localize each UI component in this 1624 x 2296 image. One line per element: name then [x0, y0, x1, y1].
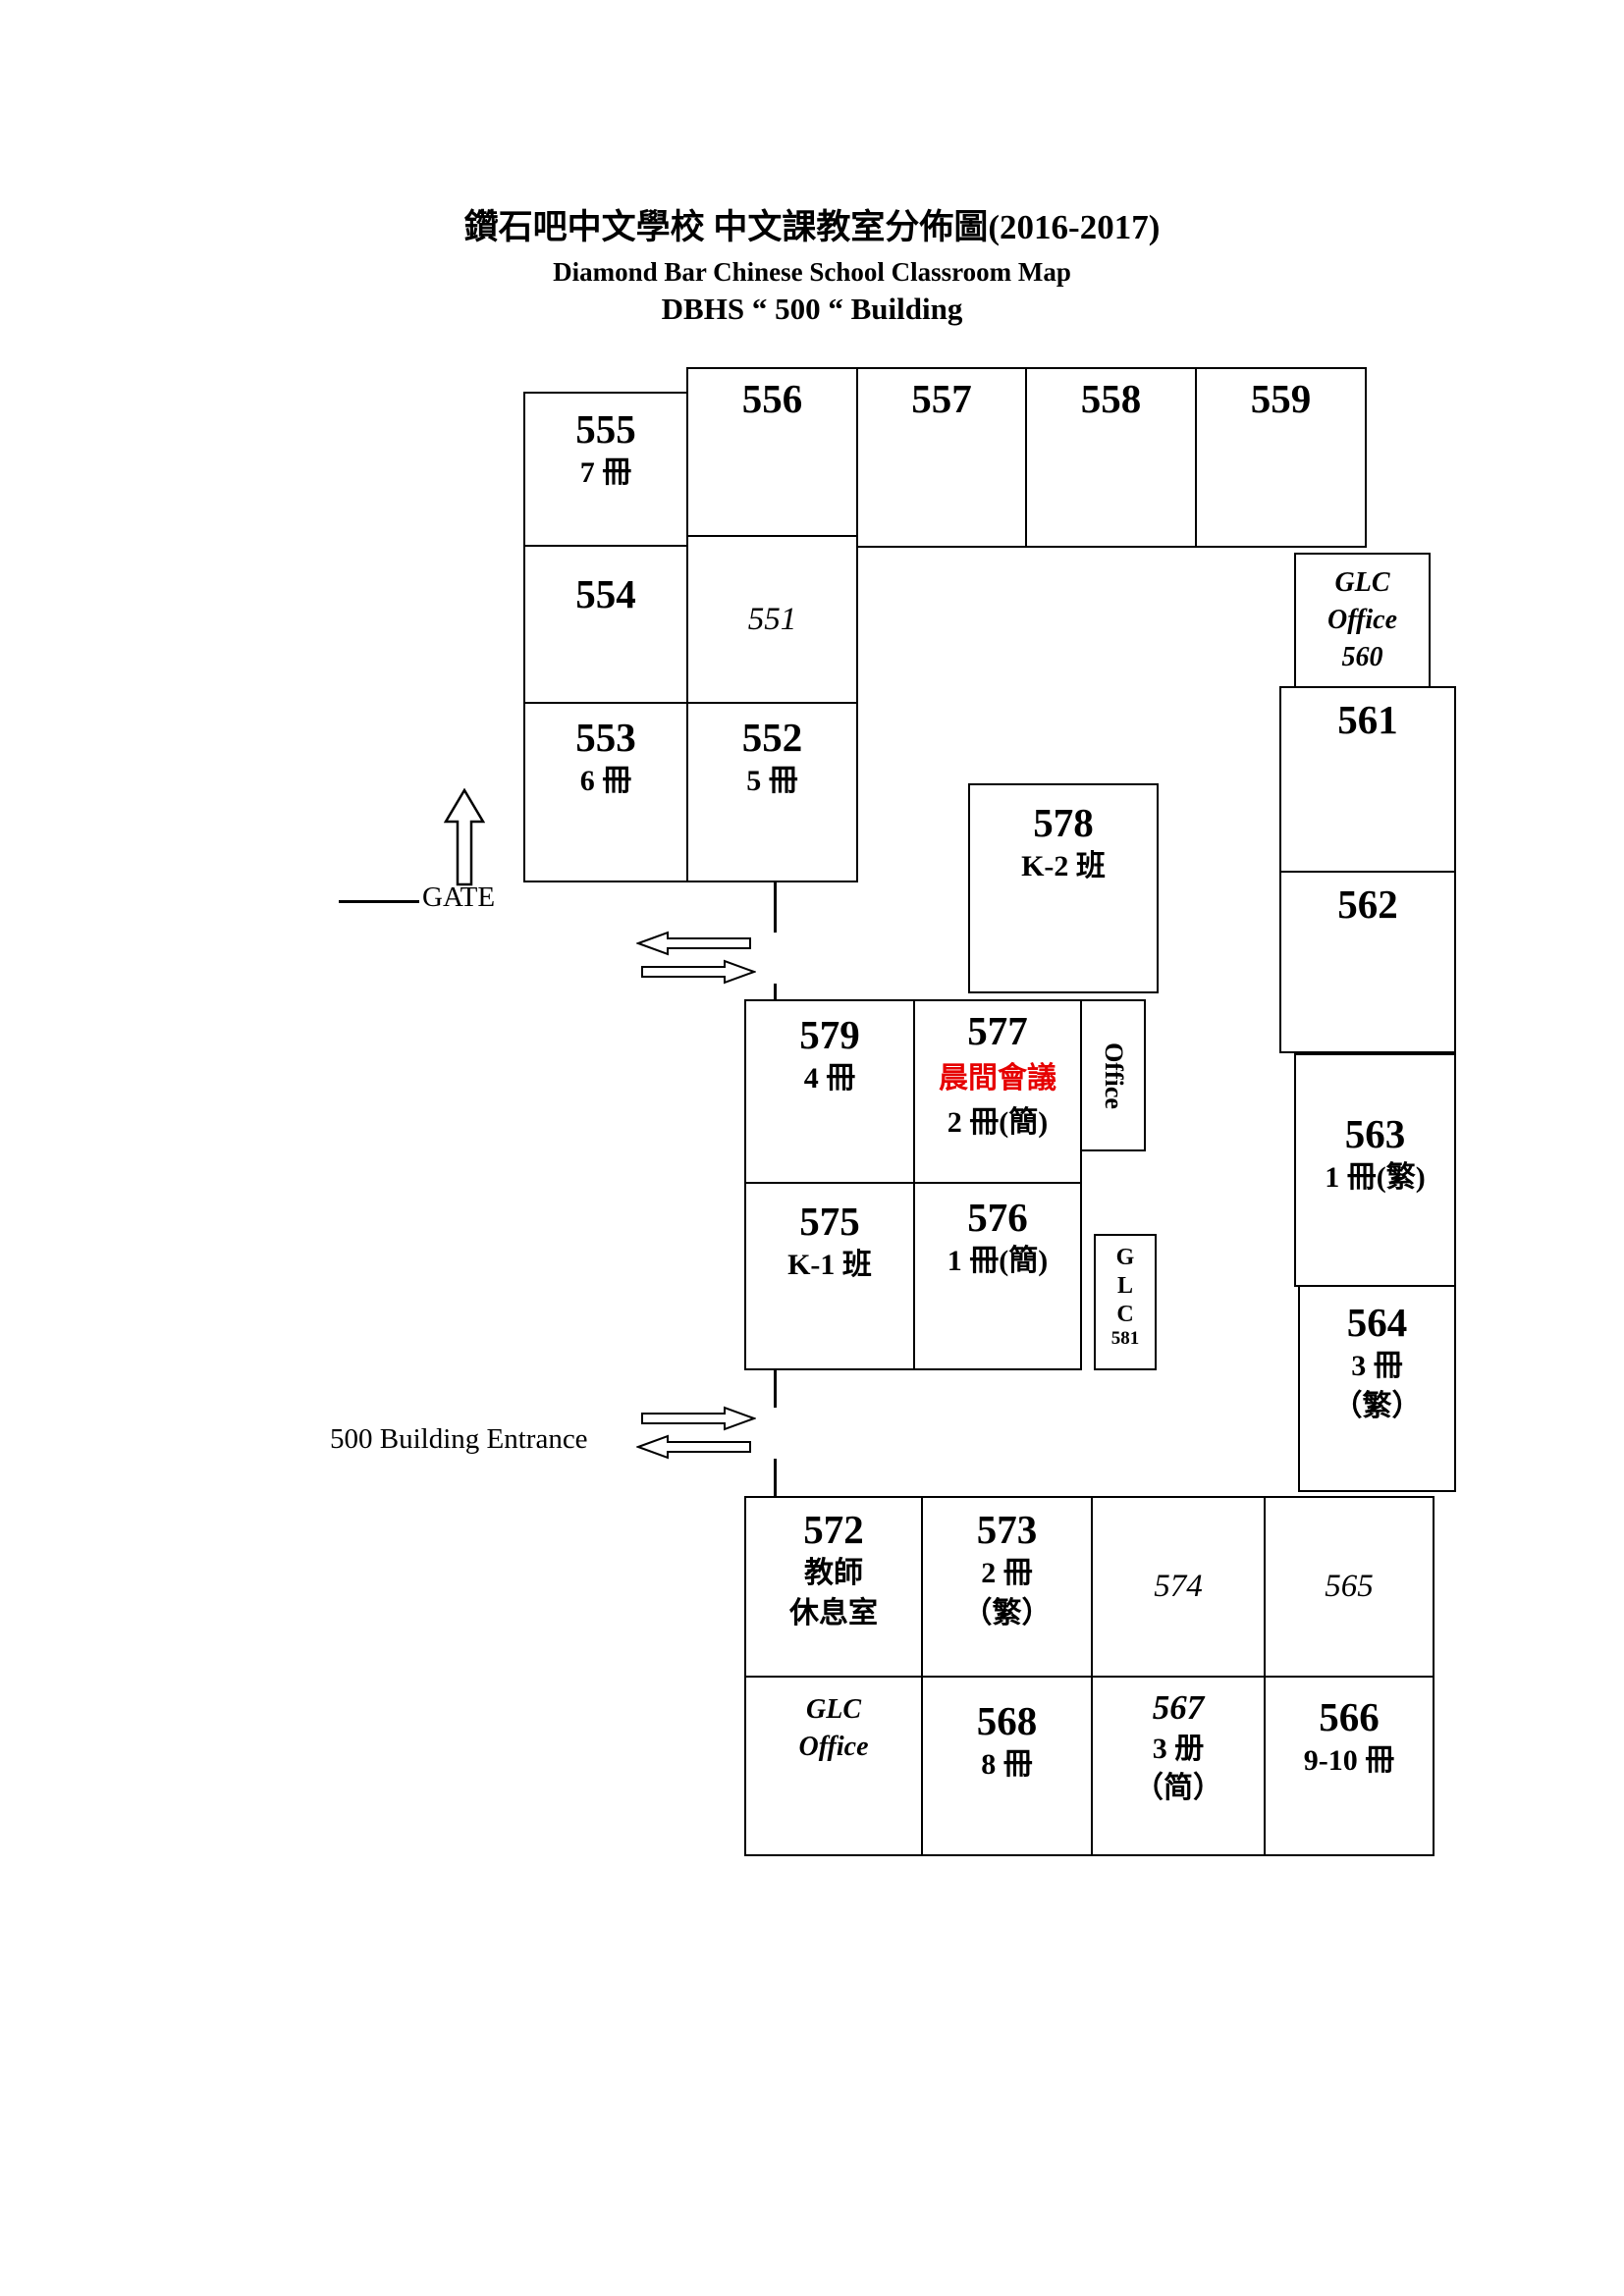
- room-number: 552: [741, 715, 803, 760]
- room-552: 552 5 冊: [686, 702, 858, 882]
- room-565: 565: [1264, 1496, 1435, 1678]
- room-class-label: K-2 班: [1021, 850, 1106, 883]
- room-number: 578: [1033, 800, 1094, 845]
- room-number: 579: [799, 1012, 860, 1057]
- glc-letter: L: [1116, 1272, 1133, 1299]
- corridor-wall-segment: [774, 1459, 777, 1498]
- page-title-building: DBHS “ 500 “ Building: [661, 292, 963, 326]
- glc-office-label: GLC: [806, 1694, 861, 1725]
- room-572-teachers-lounge: 572 教師 休息室: [744, 1496, 923, 1678]
- room-number: 559: [1250, 376, 1312, 421]
- room-class-label: 8 冊: [981, 1748, 1033, 1782]
- room-number: 563: [1344, 1111, 1406, 1156]
- room-label: 休息室: [789, 1596, 878, 1629]
- room-class-label: 3 冊: [1351, 1350, 1403, 1383]
- room-class-label: （繁）: [962, 1596, 1052, 1629]
- room-number: 565: [1325, 1569, 1374, 1604]
- door-arrow-left-icon: [636, 931, 751, 956]
- glc-letter: C: [1116, 1301, 1134, 1327]
- room-566: 566 9-10 冊: [1264, 1676, 1435, 1856]
- room-562: 562: [1279, 871, 1456, 1053]
- room-number: 568: [976, 1698, 1038, 1743]
- room-class-label: 2 冊: [981, 1557, 1033, 1590]
- office-label: Office: [1099, 1041, 1128, 1109]
- room-number: 572: [803, 1507, 864, 1552]
- room-575: 575 K-1 班: [744, 1182, 915, 1370]
- entrance-arrow-right-icon: [641, 1406, 756, 1431]
- room-number: 577: [967, 1008, 1028, 1053]
- corridor-wall-segment: [774, 881, 777, 933]
- entrance-arrow-left-icon: [636, 1434, 751, 1460]
- room-567: 567 3 册 （简）: [1091, 1676, 1266, 1856]
- room-554: 554: [523, 545, 688, 704]
- room-class-label: 1 冊(簡): [947, 1245, 1049, 1278]
- room-class-label: 4 冊: [803, 1062, 856, 1095]
- glc-office-label: GLC: [1334, 567, 1390, 599]
- door-arrow-right-icon: [641, 959, 756, 985]
- gate-up-arrow-icon: [444, 788, 485, 886]
- room-number: 566: [1319, 1694, 1380, 1739]
- room-class-label: 1 冊(繁): [1325, 1161, 1426, 1195]
- corridor-wall-segment: [774, 984, 777, 1000]
- room-number: 553: [575, 715, 636, 760]
- room-number: 556: [741, 376, 803, 421]
- room-557: 557: [856, 367, 1027, 548]
- room-568: 568 8 冊: [921, 1676, 1093, 1856]
- room-576: 576 1 冊(簡): [913, 1182, 1082, 1370]
- room-class-label: 7 冊: [579, 456, 632, 490]
- page-title-chinese: 鑽石吧中文學校 中文課教室分佈圖(2016-2017): [463, 208, 1161, 246]
- glc-office-label: Office: [1327, 605, 1397, 636]
- entrance-label: 500 Building Entrance: [330, 1423, 588, 1455]
- room-number: 581: [1110, 1328, 1140, 1350]
- room-number: 573: [976, 1507, 1038, 1552]
- room-578: 578 K-2 班: [968, 783, 1159, 993]
- room-label: 教師: [804, 1557, 863, 1590]
- room-number: 576: [967, 1195, 1028, 1240]
- page-title-english: Diamond Bar Chinese School Classroom Map: [553, 257, 1071, 287]
- room-553: 553 6 冊: [523, 702, 688, 882]
- room-class-label: 2 冊(簡): [947, 1105, 1049, 1139]
- room-glc-office-south: GLC Office: [744, 1676, 923, 1856]
- room-number: 567: [1152, 1688, 1205, 1727]
- glc-letter: G: [1115, 1245, 1135, 1270]
- morning-meeting-label: 晨間會議: [939, 1062, 1056, 1095]
- room-number: 560: [1341, 641, 1383, 672]
- room-574: 574: [1091, 1496, 1266, 1678]
- room-577: 577 晨間會議 2 冊(簡): [913, 999, 1082, 1184]
- room-564: 564 3 冊 （繁）: [1298, 1285, 1456, 1492]
- room-class-label: 5 冊: [746, 765, 798, 798]
- room-number: 555: [575, 406, 636, 452]
- room-number: 575: [799, 1199, 860, 1244]
- gate-label: GATE: [422, 881, 496, 913]
- room-glc-581: G L C 581: [1094, 1234, 1157, 1370]
- room-number: 554: [575, 571, 636, 616]
- room-number: 564: [1346, 1300, 1408, 1345]
- glc-office-label: Office: [798, 1731, 869, 1762]
- room-number: 551: [747, 602, 797, 637]
- room-class-label: 9-10 冊: [1303, 1744, 1395, 1778]
- room-class-label: （简）: [1134, 1772, 1222, 1804]
- room-559: 559: [1195, 367, 1367, 548]
- room-563: 563 1 冊(繁): [1294, 1053, 1456, 1287]
- room-573: 573 2 冊 （繁）: [921, 1496, 1093, 1678]
- room-556: 556: [686, 367, 858, 537]
- room-number: 557: [911, 376, 972, 421]
- room-551: 551: [686, 535, 858, 705]
- corridor-wall-segment: [774, 1368, 777, 1408]
- room-number: 574: [1154, 1569, 1203, 1604]
- room-560-glc-office: GLC Office 560: [1294, 553, 1431, 688]
- room-555: 555 7 冊: [523, 392, 688, 547]
- room-number: 562: [1337, 881, 1398, 927]
- room-number: 558: [1080, 376, 1142, 421]
- room-number: 561: [1337, 697, 1398, 742]
- room-class-label: 6 冊: [579, 765, 632, 798]
- room-579: 579 4 冊: [744, 999, 915, 1184]
- room-office: Office: [1080, 999, 1146, 1151]
- room-class-label: K-1 班: [787, 1249, 872, 1282]
- gate-line: [339, 900, 419, 903]
- room-class-label: 3 册: [1152, 1732, 1205, 1765]
- room-561: 561: [1279, 686, 1456, 873]
- room-class-label: （繁）: [1332, 1389, 1422, 1422]
- room-558: 558: [1025, 367, 1197, 548]
